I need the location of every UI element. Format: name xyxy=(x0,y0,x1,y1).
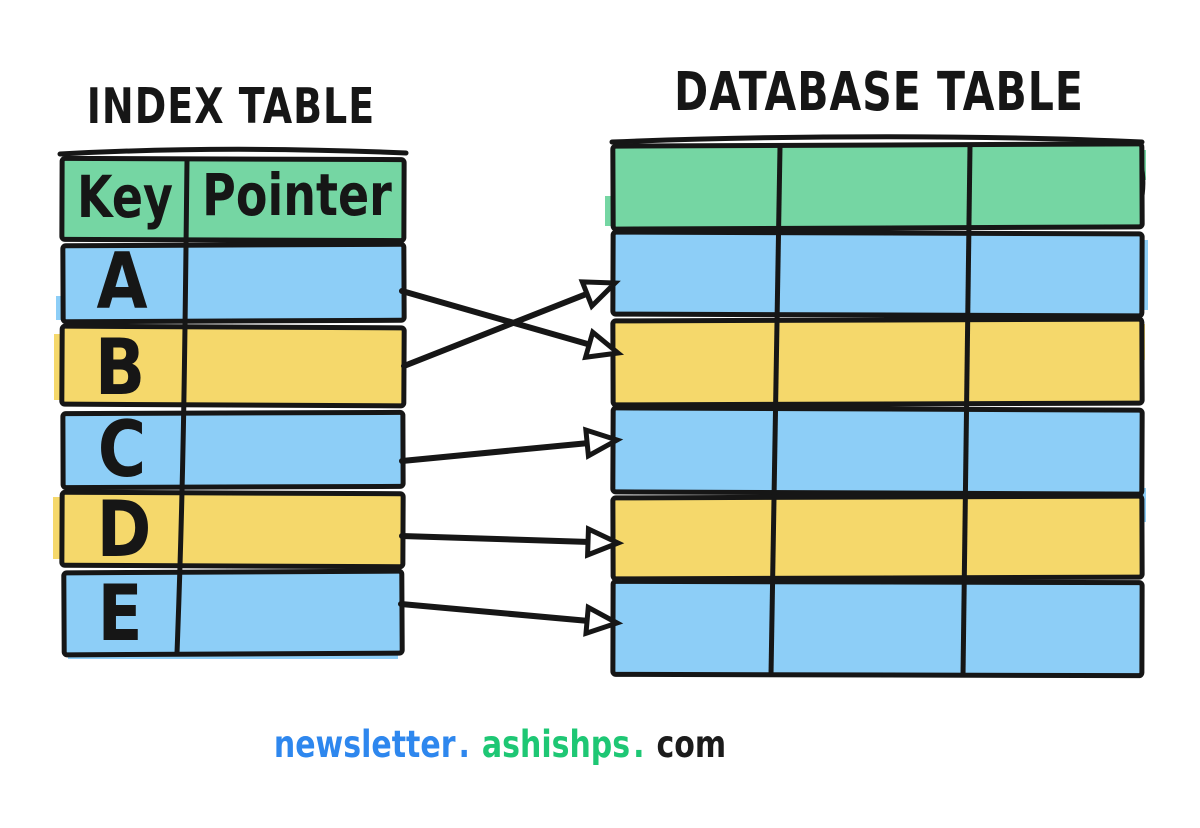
arrow-c-to-db-row-3 xyxy=(399,426,624,464)
index-table: INDEX TABLE Key Pointer A B C D xyxy=(53,78,409,660)
index-key-b: B xyxy=(95,323,145,414)
index-table-top-border xyxy=(57,146,409,157)
database-row-3 xyxy=(610,405,1145,497)
index-key-a: A xyxy=(96,237,147,328)
marker-overshoot xyxy=(605,196,616,226)
footer-link: newsletter.ashishps.com xyxy=(274,723,726,767)
arrow-b-to-db-row-1 xyxy=(401,279,621,369)
database-table: DATABASE TABLE xyxy=(605,62,1148,679)
arrowhead-icon xyxy=(583,426,624,460)
key-column-header-label: Key xyxy=(77,165,173,231)
index-header-cell xyxy=(59,155,407,244)
index-header-row: Key Pointer xyxy=(59,155,407,244)
pointer-arrows xyxy=(398,279,625,637)
footer-part-dot2: . xyxy=(633,723,644,767)
database-table-title: DATABASE TABLE xyxy=(674,62,1084,124)
database-column-divider-2 xyxy=(960,145,973,677)
index-row-d: D xyxy=(59,485,406,576)
arrow-a-to-db-row-2 xyxy=(399,288,625,361)
arrow-shaft xyxy=(401,290,592,369)
pointer-column-header-label: Pointer xyxy=(202,163,392,229)
database-table-top-border xyxy=(609,134,1145,145)
index-key-c: C xyxy=(98,405,146,496)
index-key-d: D xyxy=(97,485,152,576)
index-row-c: C xyxy=(60,405,406,496)
index-row-e-cell xyxy=(61,568,405,658)
arrow-shaft xyxy=(398,601,592,624)
database-row-1 xyxy=(610,229,1145,319)
footer-part-com: com xyxy=(657,723,727,767)
index-row-e: E xyxy=(61,568,405,660)
footer-part-dot1: . xyxy=(459,723,470,767)
database-header-row xyxy=(610,141,1145,232)
footer-part-ashishps: ashishps xyxy=(482,723,630,767)
arrowhead-icon xyxy=(584,525,625,559)
database-row-2 xyxy=(610,316,1145,408)
database-column-divider-1 xyxy=(768,146,783,676)
index-table-title: INDEX TABLE xyxy=(87,78,375,135)
arrowhead-icon xyxy=(582,327,625,361)
marker-overshoot xyxy=(56,296,65,320)
index-column-divider xyxy=(174,160,190,654)
database-row-4 xyxy=(610,493,1145,582)
index-row-a-cell xyxy=(60,241,407,325)
index-key-e: E xyxy=(97,569,142,660)
index-row-b: B xyxy=(59,323,407,414)
arrow-e-to-db-row-5 xyxy=(398,601,624,637)
arrowhead-icon xyxy=(583,603,624,637)
arrow-shaft xyxy=(399,440,592,464)
index-row-d-cell xyxy=(59,489,406,570)
footer-part-newsletter: newsletter xyxy=(274,723,456,767)
arrowhead-icon xyxy=(578,279,621,311)
database-row-5 xyxy=(610,578,1145,679)
index-row-a: A xyxy=(60,237,407,328)
arrow-shaft xyxy=(399,288,594,348)
arrow-d-to-db-row-4 xyxy=(399,525,625,559)
index-row-c-cell xyxy=(60,409,406,491)
arrow-shaft xyxy=(399,533,593,545)
